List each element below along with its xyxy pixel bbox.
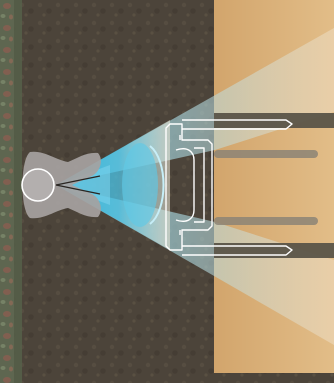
lower-rod xyxy=(214,217,318,225)
carpet-border xyxy=(14,0,22,383)
circle-emitter-icon xyxy=(22,169,54,201)
lower-rail xyxy=(214,243,334,258)
lens-shape xyxy=(122,143,158,227)
upper-rod xyxy=(214,150,318,158)
carpet-strip xyxy=(0,0,14,383)
